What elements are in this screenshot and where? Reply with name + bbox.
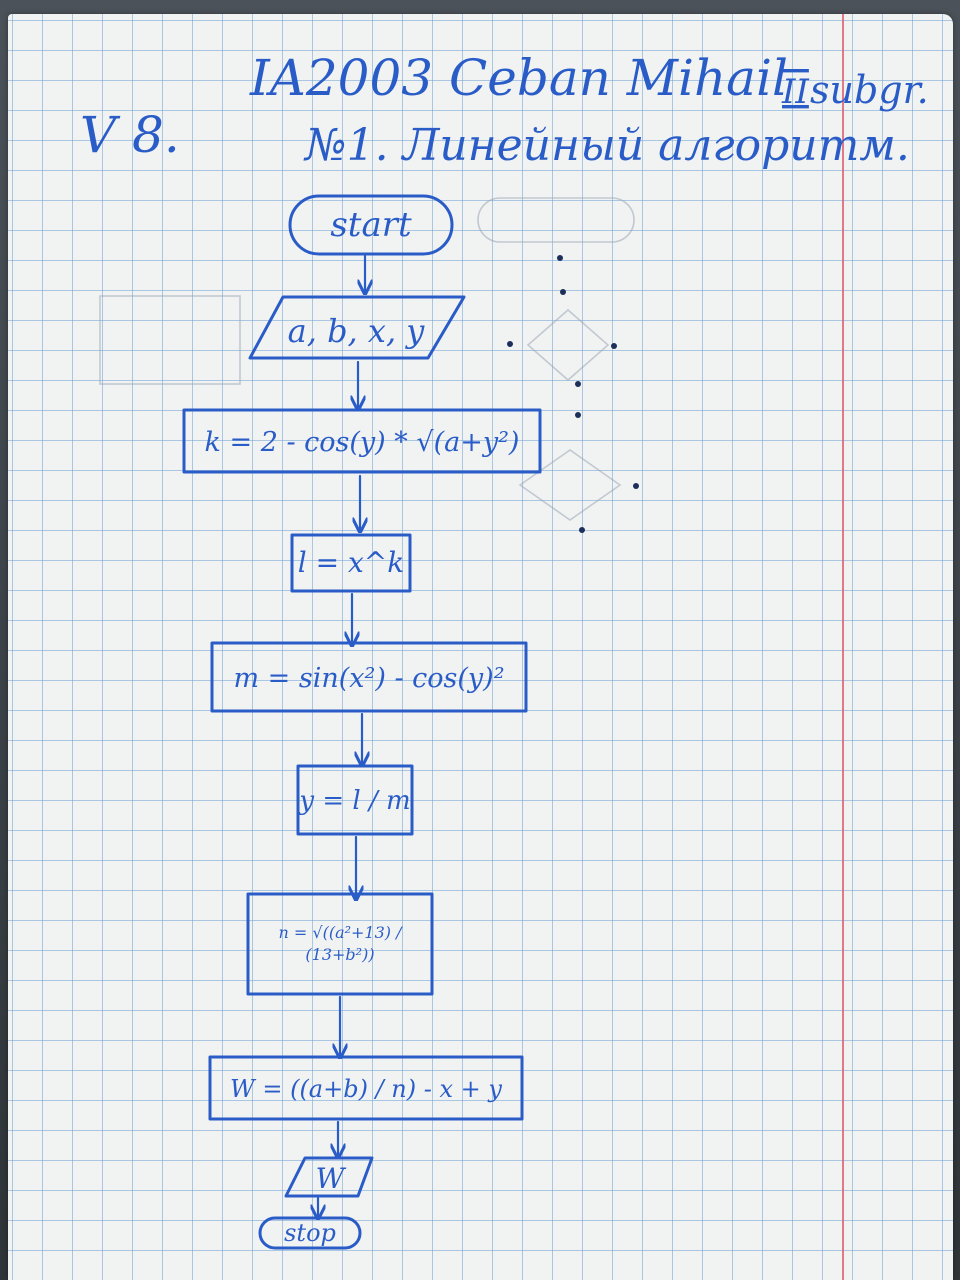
process-k-label: k = 2 - cos(y) * √(a+y²) [205,427,520,458]
process-n-label: n = √((a²+13) / (13+b²)) [278,923,402,964]
student-name: IA2003 Ceban Mihail [249,49,788,107]
process-l-label: l = x^k [298,546,404,579]
start-label: start [330,205,412,245]
process-n [246,892,434,996]
subgroup-label: subgr. [810,68,929,112]
margin-line [842,14,844,1280]
process-w-label: W = ((a+b) / n) - x + y [230,1075,502,1103]
stop-label: stop [284,1219,336,1247]
process-w [208,1055,524,1121]
subgroup-number: II [781,72,809,112]
process-n-text-holder: n = √((a²+13) / (13+b²)) [278,923,402,964]
stop-terminator [258,1216,362,1250]
process-k [182,408,542,474]
input-parallelogram [248,295,466,360]
task-title: №1. Линейный алгоритм. [303,120,910,171]
process-y [296,764,414,836]
output-parallelogram [284,1156,374,1198]
notebook-page [8,14,953,1280]
output-label: W [316,1162,347,1195]
erased-sketch [99,197,639,533]
start-terminator [288,194,454,256]
variant-label: V 8. [80,106,180,164]
process-m-label: m = sin(x²) - cos(y)² [233,663,504,694]
process-y-label: y = l / m [298,786,410,816]
input-label: a, b, x, y [288,312,426,350]
process-l [290,533,412,593]
process-m [210,641,528,713]
